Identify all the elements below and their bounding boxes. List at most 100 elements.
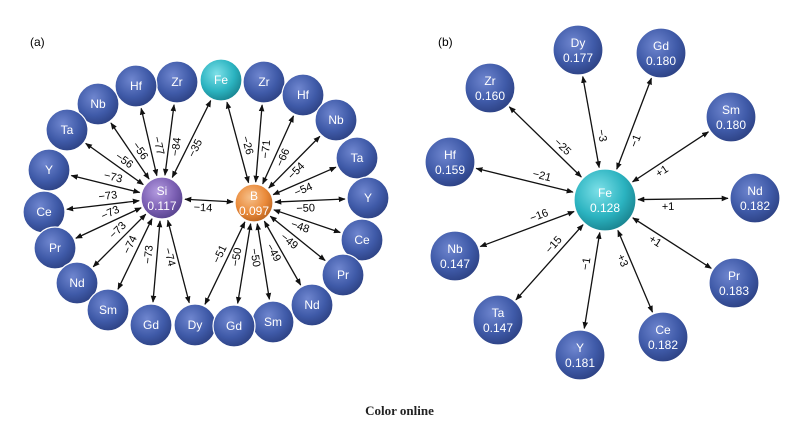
edge-fe_b-nb_b (479, 210, 575, 248)
node-circle-nd_b (729, 172, 781, 224)
edge-fe_b-gd_b (616, 77, 652, 170)
node-circle-ce_b (637, 311, 689, 363)
edge-label-b-pr_r: −49 (278, 231, 300, 252)
edge-label-si-b: −14 (193, 202, 212, 215)
node-circle-ta_l (45, 108, 89, 152)
edge-b-ta_r (272, 166, 337, 196)
node-circle-pr_b (708, 257, 760, 309)
node-b: B0.097 (234, 183, 274, 223)
edge-fe_b-dy_b (581, 75, 601, 169)
node-circle-fe_b (573, 168, 637, 232)
edge-label-si-y_l: −73 (103, 169, 124, 185)
node-pr_b: Pr0.183 (708, 257, 760, 309)
edge-label-fe_b-gd_b: −1 (628, 133, 644, 149)
edge-si-zr_l (162, 104, 177, 176)
node-symbol-ta_r: Ta (351, 151, 364, 165)
node-gd_l: Gd (129, 303, 173, 347)
edge-b-y_r (274, 196, 346, 205)
node-symbol-dy: Dy (188, 318, 203, 332)
edge-b-zr_r (253, 104, 265, 183)
node-value-b: 0.097 (239, 204, 269, 218)
node-circle-sm_l (86, 288, 130, 332)
edge-si-y_l (70, 174, 141, 194)
node-circle-nb_l (76, 82, 120, 126)
node-value-hf_b: 0.159 (435, 163, 465, 177)
node-symbol-b: B (250, 189, 258, 203)
edge-label-fe_b-dy_b: −3 (595, 128, 609, 142)
edge-label-b-zr_r: −71 (260, 139, 273, 159)
node-dy: Dy (173, 303, 217, 347)
node-symbol-hf_b: Hf (444, 148, 457, 162)
node-ta_b: Ta0.147 (472, 294, 524, 346)
figure: (a) (b) −35−84−77−56−56−73−73−73−73−74−7… (22, 24, 781, 381)
node-circle-y_r (346, 176, 390, 220)
edge-label-b-ta_r: −54 (293, 181, 315, 199)
edge-b-sm_r (255, 223, 272, 300)
edge-label-b-nb_r: −54 (286, 160, 308, 182)
node-symbol-ce_l: Ce (36, 205, 52, 219)
node-symbol-nb_r: Nb (328, 113, 344, 127)
node-gd_r: Gd (212, 304, 256, 348)
node-circle-ta_r (335, 136, 379, 180)
edge-label-fe_b-ta_b: −15 (543, 234, 564, 256)
node-circle-nb_b (429, 230, 481, 282)
edge-label-si-nd_l: −73 (107, 220, 129, 242)
node-circle-zr_b (464, 62, 516, 114)
panel-b-label: (b) (438, 35, 453, 49)
node-pr_r: Pr (321, 253, 365, 297)
edge-label-si-gd_l: −73 (142, 245, 156, 265)
panel-a-label: (a) (30, 35, 45, 49)
node-circle-gd_r (212, 304, 256, 348)
edge-fe_b-hf_b (475, 167, 574, 194)
node-symbol-sm_r: Sm (264, 315, 282, 329)
edge-label-si-pr_l: −73 (99, 204, 121, 223)
edge-si-fe (171, 99, 212, 179)
node-symbol-nd_r: Nd (304, 298, 319, 312)
node-circle-zr_r (242, 60, 286, 104)
node-symbol-zr_b: Zr (484, 74, 495, 88)
node-symbol-ce_r: Ce (354, 233, 370, 247)
node-ce_b: Ce0.182 (637, 311, 689, 363)
node-symbol-gd_l: Gd (143, 318, 159, 332)
node-symbol-pr_l: Pr (49, 241, 61, 255)
node-symbol-hf_l: Hf (130, 79, 143, 93)
node-circle-dy_b (552, 24, 604, 76)
node-nd_l: Nd (55, 261, 99, 305)
edge-si-dy (166, 219, 191, 304)
edge-label-b-sm_r: −50 (247, 248, 262, 268)
node-nd_b: Nd0.182 (729, 172, 781, 224)
node-circle-pr_r (321, 253, 365, 297)
node-symbol-zr_r: Zr (258, 75, 269, 89)
edge-fe_b-sm_b (631, 131, 710, 183)
node-fe_b: Fe0.128 (573, 168, 637, 232)
node-nb_r: Nb (314, 98, 358, 142)
node-symbol-nb_b: Nb (447, 242, 463, 256)
node-nd_r: Nd (290, 283, 334, 327)
node-gd_b: Gd0.180 (635, 27, 687, 79)
node-symbol-ce_b: Ce (655, 323, 671, 337)
node-circle-nd_r (290, 283, 334, 327)
node-circle-ta_b (472, 294, 524, 346)
node-value-dy_b: 0.177 (563, 51, 593, 65)
node-zr_r: Zr (242, 60, 286, 104)
node-circle-nd_l (55, 261, 99, 305)
node-hf_b: Hf0.159 (424, 136, 476, 188)
node-circle-ce_r (340, 218, 384, 262)
edge-fe_b-nd_b (637, 195, 729, 203)
node-sm_b: Sm0.180 (705, 91, 757, 143)
node-circle-gd_b (635, 27, 687, 79)
edge-label-b-hf_r: −66 (274, 147, 293, 169)
edge-label-si-dy: −74 (161, 247, 177, 268)
node-symbol-nd_b: Nd (747, 184, 762, 198)
edge-label-fe_b-hf_b: −21 (531, 168, 552, 184)
node-y_l: Y (27, 148, 71, 192)
edge-label-b-dy: −51 (211, 243, 230, 265)
node-ta_l: Ta (45, 108, 89, 152)
edge-fe_b-zr_b (508, 106, 582, 178)
node-value-fe_b: 0.128 (590, 201, 620, 215)
edge-label-fe_b-nd_b: +1 (662, 201, 675, 213)
node-value-pr_b: 0.183 (719, 284, 749, 298)
node-hf_l: Hf (114, 64, 158, 108)
edge-si-gd_l (150, 220, 163, 303)
